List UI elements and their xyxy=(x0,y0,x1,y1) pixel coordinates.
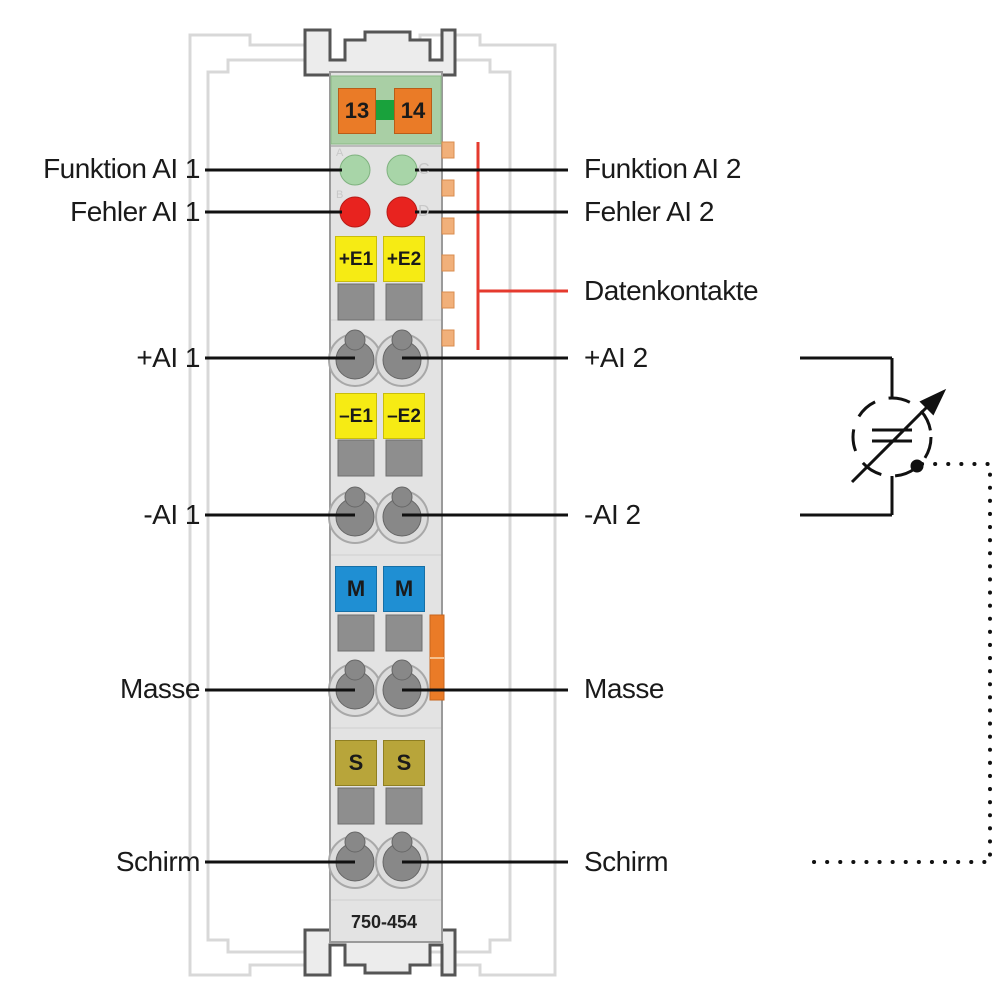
label-schirm-right: Schirm xyxy=(584,846,669,877)
led-error-ai1 xyxy=(339,196,371,228)
led-letter-a: A xyxy=(336,147,344,159)
connector-14: 14 xyxy=(394,88,432,134)
shield-wire xyxy=(806,462,992,864)
label-fehler-ai2: Fehler AI 2 xyxy=(584,196,714,227)
tag-ground-1: M xyxy=(335,566,377,612)
clamp-minus-ai2 xyxy=(375,486,429,544)
tag-shield-1: S xyxy=(335,740,377,786)
label-fehler-ai1: Fehler AI 1 xyxy=(70,196,200,227)
label-plus-ai2: +AI 2 xyxy=(584,342,648,373)
led-function-ai2 xyxy=(386,154,418,186)
connector-13: 13 xyxy=(338,88,376,134)
led-letter-d: D xyxy=(418,203,430,220)
tag-plus-e2: +E2 xyxy=(383,236,425,282)
clamp-minus-ai1 xyxy=(328,486,382,544)
model-number: 750-454 xyxy=(351,912,418,932)
led-letter-c: C xyxy=(418,161,430,178)
release-slots xyxy=(337,283,423,825)
label-masse-left: Masse xyxy=(120,673,200,704)
data-contacts xyxy=(441,141,455,347)
tag-ground-2: M xyxy=(383,566,425,612)
data-contacts-bracket xyxy=(476,142,568,350)
label-schirm-left: Schirm xyxy=(115,846,201,877)
tag-shield-2: S xyxy=(383,740,425,786)
led-function-ai1 xyxy=(339,154,371,186)
clamp-plus-ai1 xyxy=(328,329,382,387)
label-datenkontakte: Datenkontakte xyxy=(584,275,759,306)
leader-lines xyxy=(205,168,568,864)
sensor-symbol xyxy=(800,356,947,517)
tag-minus-e1: –E1 xyxy=(335,393,377,439)
led-error-ai2 xyxy=(386,196,418,228)
label-plus-ai1: +AI 1 xyxy=(136,342,200,373)
clamp-plus-ai2 xyxy=(375,329,429,387)
tag-plus-e1: +E1 xyxy=(335,236,377,282)
label-minus-ai1: -AI 1 xyxy=(143,499,200,530)
tag-minus-e2: –E2 xyxy=(383,393,425,439)
label-funktion-ai2: Funktion AI 2 xyxy=(584,153,741,184)
led-letter-b: B xyxy=(336,189,344,201)
label-masse-right: Masse xyxy=(584,673,664,704)
label-funktion-ai1: Funktion AI 1 xyxy=(43,153,200,184)
label-minus-ai2: -AI 2 xyxy=(584,499,641,530)
